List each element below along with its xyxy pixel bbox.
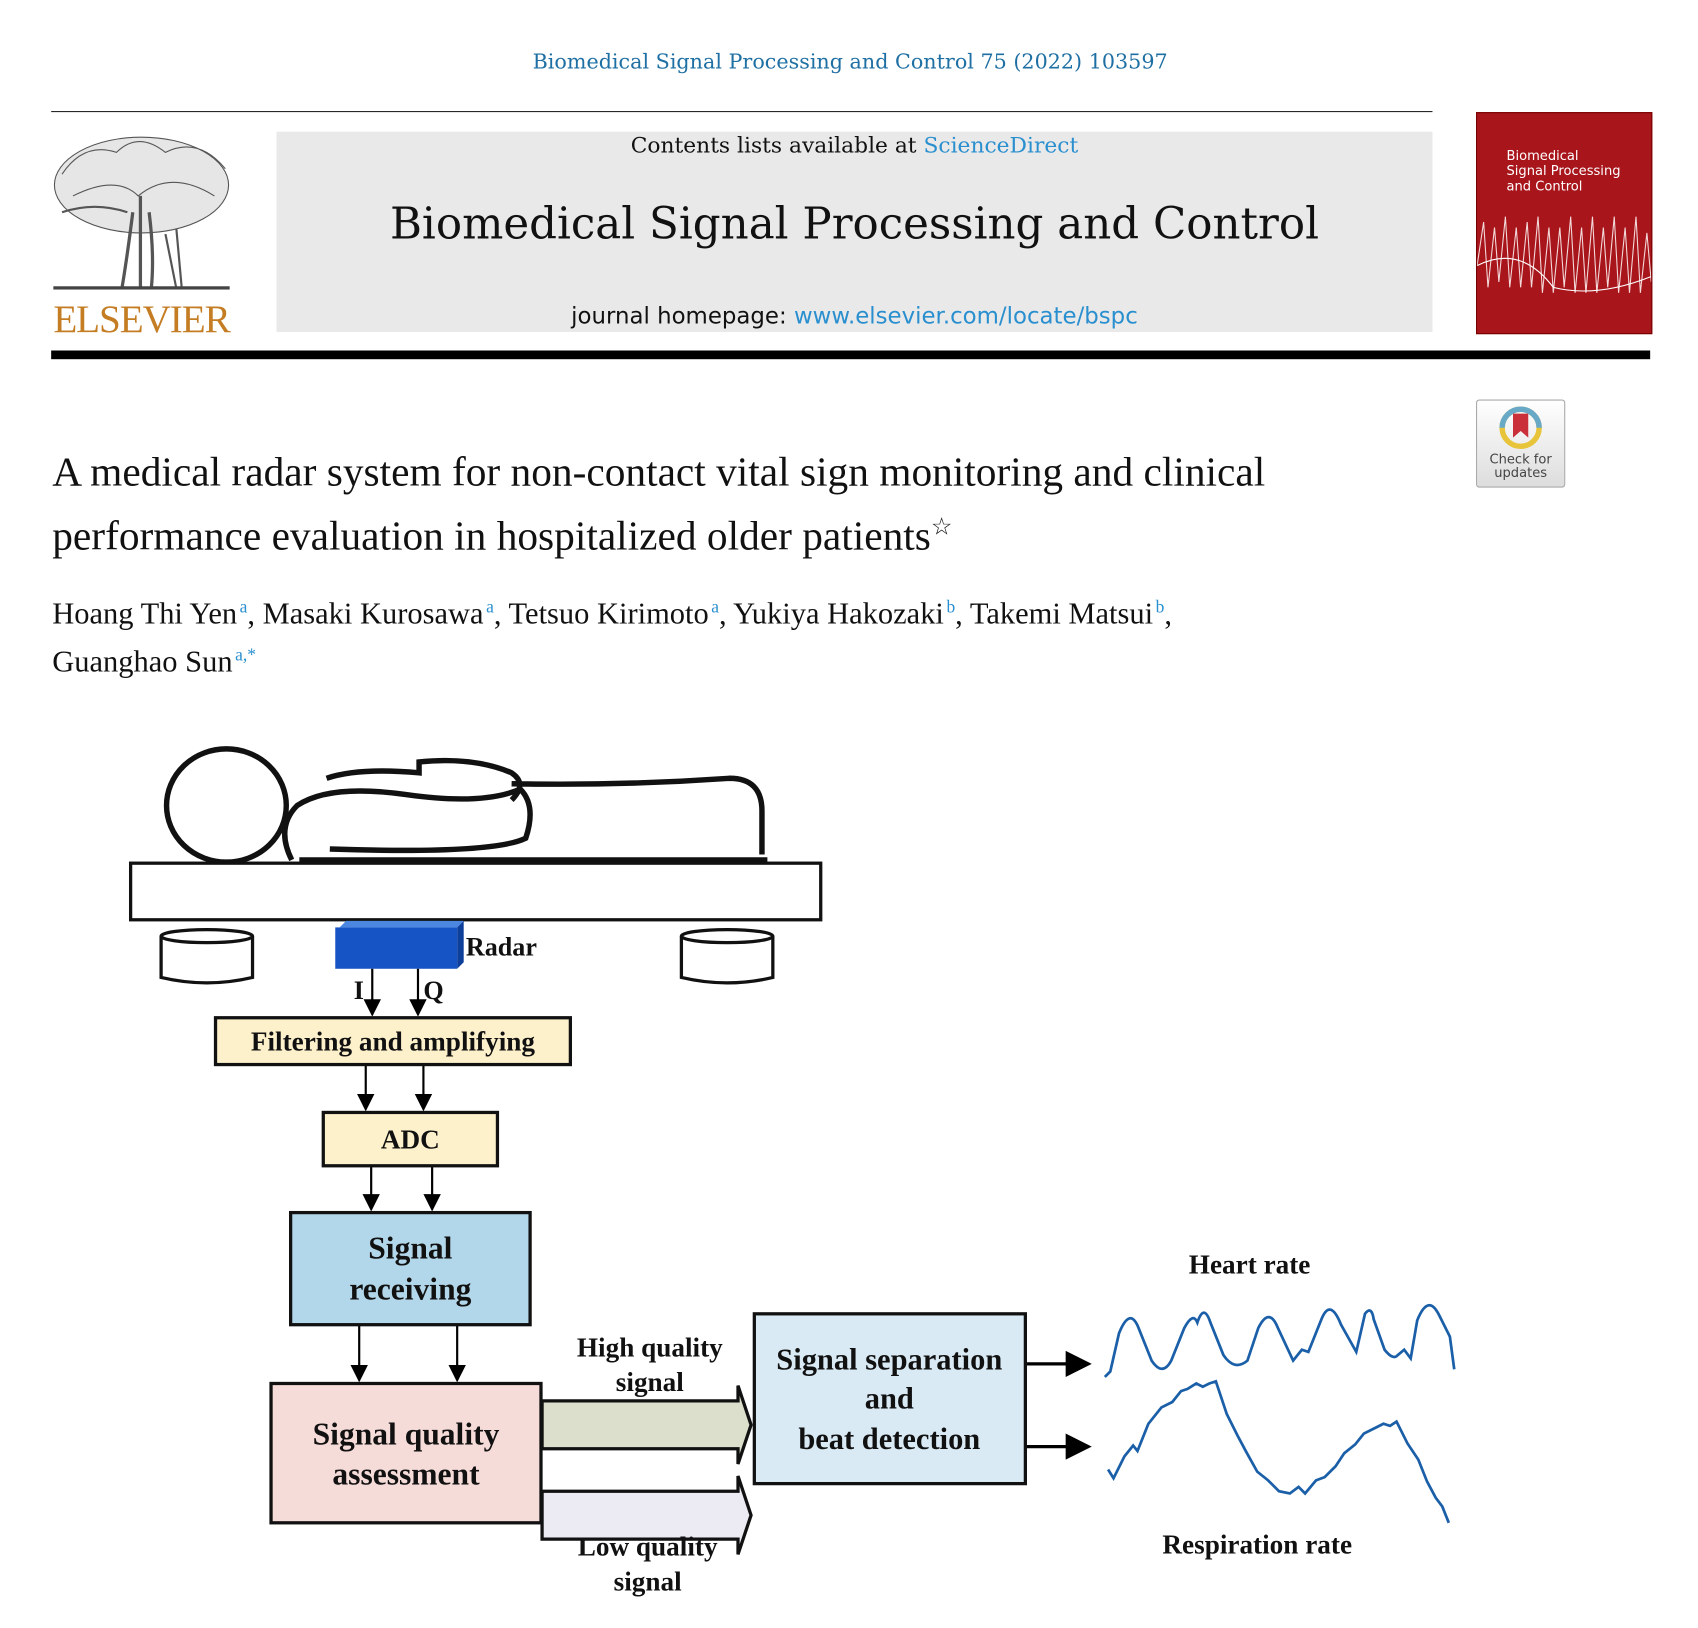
radar-device (335, 920, 464, 969)
journal-banner: Contents lists available at ScienceDirec… (276, 131, 1433, 332)
quality-assessment-label: Signal quality (313, 1416, 500, 1451)
contents-line: Contents lists available at ScienceDirec… (276, 132, 1432, 158)
author[interactable]: Yukiya Hakozaki b (733, 597, 956, 632)
cover-waveform (1477, 216, 1652, 293)
affiliation-mark[interactable]: a,* (235, 646, 256, 666)
filtering-box (213, 1016, 573, 1067)
cover-title-line: Signal Processing (1506, 163, 1621, 179)
separation-label: and (865, 1382, 914, 1416)
homepage-line: journal homepage: www.elsevier.com/locat… (276, 303, 1432, 329)
divider (51, 111, 1433, 113)
sciencedirect-link[interactable]: ScienceDirect (923, 131, 1079, 158)
author[interactable]: Takemi Matsui b (969, 597, 1165, 632)
filtering-label: Filtering and amplifying (251, 1026, 536, 1056)
author-list: Hoang Thi Yen a, Masaki Kurosawa a, Tets… (52, 597, 1172, 680)
signal-receiving-label: Signal (368, 1230, 452, 1265)
heart-rate-waveform (1103, 1304, 1456, 1378)
flow-arrows (350, 968, 1092, 1460)
title-footnote-mark[interactable]: ☆ (930, 512, 953, 540)
article-title: A medical radar system for non-contact v… (52, 446, 1456, 563)
i-channel-label: I (354, 976, 364, 1005)
contents-prefix: Contents lists available at (630, 131, 924, 158)
high-quality-label: High quality (577, 1332, 723, 1362)
journal-reference[interactable]: Biomedical Signal Processing and Control… (532, 50, 1168, 75)
cover-title-line: Biomedical (1506, 148, 1579, 164)
affiliation-mark[interactable]: b (1155, 598, 1165, 617)
affiliation-mark[interactable]: a (486, 598, 494, 617)
separation-label: Signal separation (776, 1342, 1002, 1376)
bed (128, 861, 823, 922)
author[interactable]: Guanghao Sun a,* (52, 645, 256, 680)
low-quality-label: Low quality (578, 1531, 718, 1561)
q-channel-label: Q (423, 976, 443, 1005)
high-quality-label: signal (616, 1367, 684, 1397)
homepage-link[interactable]: www.elsevier.com/locate/bspc (793, 302, 1138, 329)
crossmark-icon (1499, 406, 1542, 450)
low-quality-label: signal (614, 1566, 682, 1596)
journal-title: Biomedical Signal Processing and Control (389, 199, 1319, 250)
patient-illustration (163, 746, 768, 865)
elsevier-wordmark: ELSEVIER (53, 297, 230, 341)
high-quality-arrow (540, 1385, 753, 1465)
respiration-rate-waveform (1106, 1379, 1451, 1524)
cover-title: Biomedical Signal Processing and Control (1506, 148, 1620, 194)
check-updates-label: updates (1494, 464, 1548, 481)
low-quality-arrow (540, 1475, 753, 1555)
tree-icon (53, 136, 230, 290)
title-line: A medical radar system for non-contact v… (52, 449, 1266, 496)
homepage-prefix: journal homepage: (571, 302, 794, 329)
author[interactable]: Tetsuo Kirimoto a (508, 597, 720, 632)
adc-label: ADC (381, 1124, 440, 1154)
separation-box (752, 1312, 1027, 1486)
heart-rate-label: Heart rate (1189, 1250, 1311, 1280)
quality-assessment-label: assessment (332, 1457, 480, 1492)
quality-assessment-box (269, 1381, 543, 1525)
check-for-updates-button[interactable]: Check for updates (1476, 399, 1566, 488)
title-line: performance evaluation in hospitalized o… (52, 513, 931, 560)
article-header: A medical radar system for non-contact v… (52, 446, 1456, 684)
radar-label: Radar (466, 933, 537, 962)
check-updates-label: Check for (1489, 451, 1552, 467)
author[interactable]: Masaki Kurosawa a (262, 597, 494, 632)
author[interactable]: Hoang Thi Yen a (52, 597, 248, 632)
affiliation-mark[interactable]: a (711, 598, 720, 617)
elsevier-logo[interactable]: ELSEVIER (51, 131, 232, 341)
respiration-rate-label: Respiration rate (1162, 1529, 1352, 1559)
adc-box (321, 1110, 500, 1168)
bed-leg (159, 927, 775, 985)
separation-label: beat detection (798, 1422, 980, 1456)
signal-receiving-box (288, 1210, 532, 1327)
signal-receiving-label: receiving (349, 1272, 471, 1307)
journal-cover[interactable]: Biomedical Signal Processing and Control (1476, 112, 1653, 335)
affiliation-mark[interactable]: a (239, 598, 248, 617)
divider-thick (51, 350, 1651, 360)
cover-title-line: and Control (1506, 178, 1583, 194)
affiliation-mark[interactable]: b (946, 598, 956, 617)
